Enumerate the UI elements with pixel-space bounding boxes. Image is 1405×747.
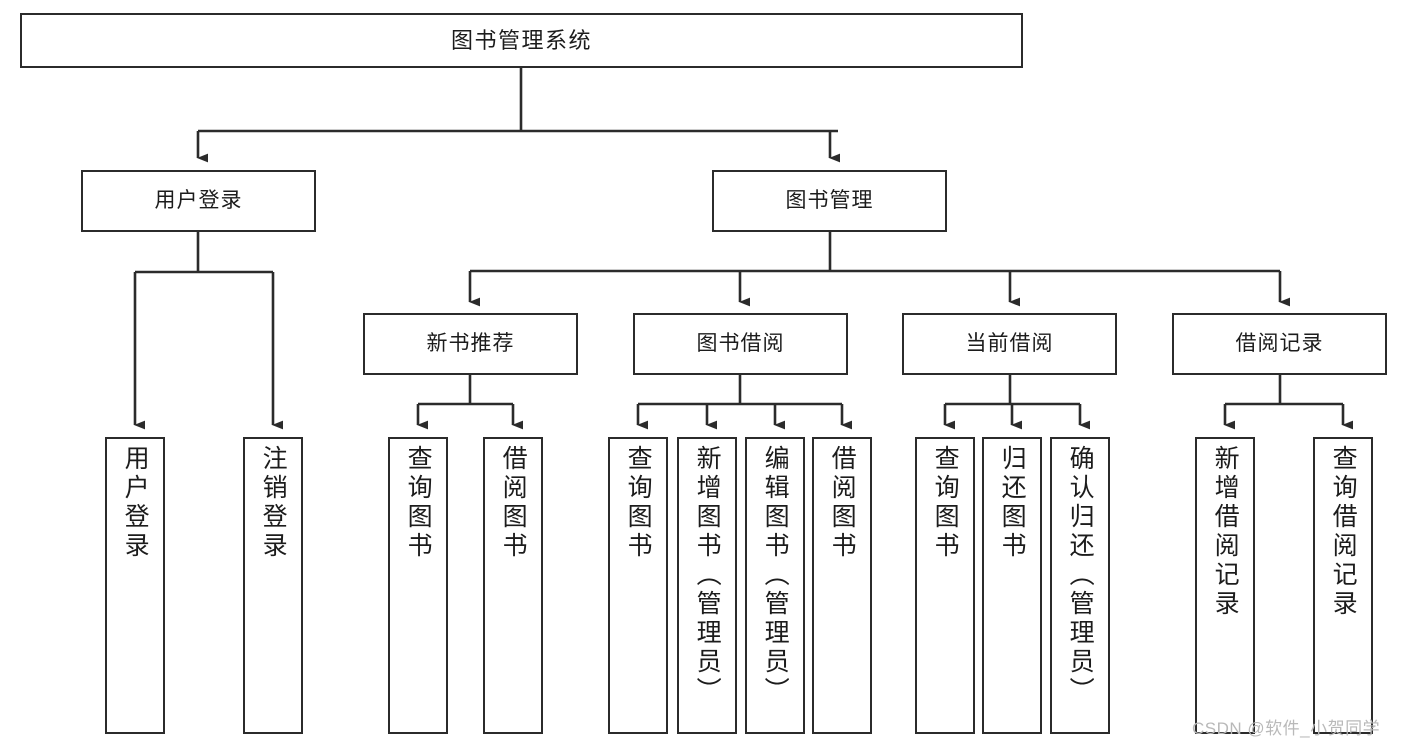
node-label: 用户登录 [154,188,243,212]
node-label: 确认归还（管理员） [1066,445,1095,706]
leaf-borrow-records-add-record[interactable]: 新增借阅记录 [1195,437,1255,734]
node-label: 借阅图书 [828,445,857,561]
node-root-book-management-system[interactable]: 图书管理系统 [20,13,1023,68]
node-label: 图书借阅 [696,331,785,355]
leaf-current-borrow-return-book[interactable]: 归还图书 [982,437,1042,734]
leaf-user-login-login[interactable]: 用户登录 [105,437,165,734]
leaf-new-book-borrow-book[interactable]: 借阅图书 [483,437,543,734]
leaf-book-borrow-add-book-admin[interactable]: 新增图书（管理员） [677,437,737,734]
node-new-book-recommend[interactable]: 新书推荐 [363,313,578,375]
node-label: 借阅记录 [1235,331,1324,355]
node-label: 编辑图书（管理员） [761,445,790,706]
leaf-current-borrow-confirm-return-admin[interactable]: 确认归还（管理员） [1050,437,1110,734]
leaf-book-borrow-borrow-book[interactable]: 借阅图书 [812,437,872,734]
node-label: 查询图书 [404,445,433,561]
csdn-watermark: CSDN @软件_小贺同学 [1192,719,1381,738]
leaf-user-login-logout[interactable]: 注销登录 [243,437,303,734]
node-book-management[interactable]: 图书管理 [712,170,947,232]
node-book-borrow[interactable]: 图书借阅 [633,313,848,375]
leaf-current-borrow-query-book[interactable]: 查询图书 [915,437,975,734]
leaf-book-borrow-edit-book-admin[interactable]: 编辑图书（管理员） [745,437,805,734]
node-label: 查询图书 [931,445,960,561]
node-user-login[interactable]: 用户登录 [81,170,316,232]
node-borrow-records[interactable]: 借阅记录 [1172,313,1387,375]
node-label: 查询借阅记录 [1329,445,1358,619]
node-label: 用户登录 [121,445,150,561]
leaf-borrow-records-query-record[interactable]: 查询借阅记录 [1313,437,1373,734]
node-label: 注销登录 [259,445,288,561]
node-label: 新增借阅记录 [1211,445,1240,619]
node-label: 查询图书 [624,445,653,561]
node-label: 图书管理 [785,188,874,212]
node-label: 新增图书（管理员） [693,445,722,706]
node-current-borrow[interactable]: 当前借阅 [902,313,1117,375]
node-label: 图书管理系统 [450,27,592,53]
node-label: 借阅图书 [499,445,528,561]
node-label: 新书推荐 [426,331,515,355]
leaf-book-borrow-query-book[interactable]: 查询图书 [608,437,668,734]
node-label: 归还图书 [998,445,1027,561]
node-label: 当前借阅 [965,331,1054,355]
leaf-new-book-query-book[interactable]: 查询图书 [388,437,448,734]
